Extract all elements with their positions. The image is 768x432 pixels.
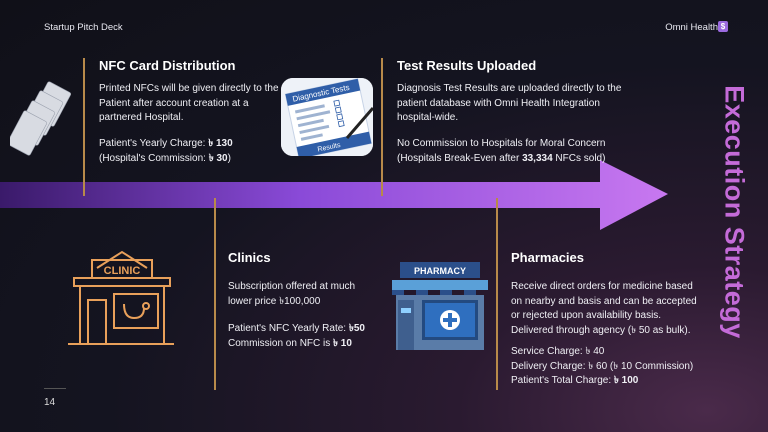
page-number: 14 bbox=[44, 397, 56, 408]
pharmacy-building-icon: PHARMACY bbox=[392, 262, 488, 350]
brand-name: Omni Health bbox=[665, 22, 718, 33]
clinic-sign: CLINIC bbox=[104, 265, 141, 277]
tests-body: Diagnosis Test Results are uploaded dire… bbox=[397, 83, 622, 123]
clinics-body: Subscription offered at much lower price… bbox=[228, 281, 356, 307]
clinics-rates: Patient's NFC Yearly Rate: ৳50 Commissio… bbox=[228, 323, 365, 349]
pharmacies-body: Receive direct orders for medicine based… bbox=[511, 281, 697, 336]
tests-notes: No Commission to Hospitals for Moral Con… bbox=[397, 138, 606, 164]
divider-line bbox=[381, 58, 383, 196]
diagnostic-tests-image: Diagnostic Tests Results bbox=[281, 78, 373, 156]
nfc-charges: Patient's Yearly Charge: ৳ 130 (Hospital… bbox=[99, 138, 233, 164]
clinic-building-icon: CLINIC bbox=[68, 250, 174, 345]
clinics-title: Clinics bbox=[228, 250, 271, 265]
omni-health-logo-icon: $ bbox=[718, 21, 728, 32]
pharmacy-sign: PHARMACY bbox=[414, 266, 466, 276]
execution-strategy-title: Execution Strategy bbox=[719, 85, 750, 339]
pharmacies-title: Pharmacies bbox=[511, 250, 584, 265]
deck-title: Startup Pitch Deck bbox=[44, 22, 123, 33]
divider-line bbox=[214, 198, 216, 390]
tests-title: Test Results Uploaded bbox=[397, 58, 537, 73]
diagnostic-image-footer: Results bbox=[317, 142, 342, 154]
divider-line bbox=[83, 58, 85, 196]
divider-line bbox=[496, 198, 498, 390]
pharmacies-charges: Service Charge: ৳ 40 Delivery Charge: ৳ … bbox=[511, 346, 694, 386]
nfc-body: Printed NFCs will be given directly to t… bbox=[99, 83, 279, 123]
footer-divider bbox=[44, 388, 66, 389]
nfc-title: NFC Card Distribution bbox=[99, 58, 236, 73]
nfc-cards-icon bbox=[10, 81, 71, 156]
timeline-arrow bbox=[0, 160, 668, 230]
